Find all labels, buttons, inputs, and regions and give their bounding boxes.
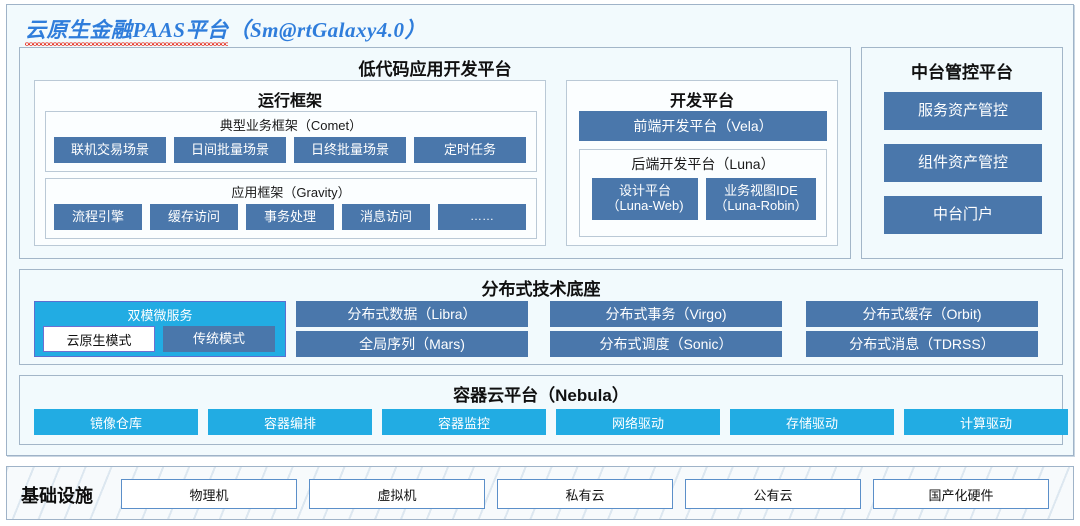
low-code-platform-header: 低代码应用开发平台 [358,60,512,79]
container-cloud-item-5[interactable]: 计算驱动 [904,409,1068,435]
midplatform-item-0[interactable]: 服务资产管控 [884,92,1042,130]
gravity-item-4[interactable]: …… [438,204,526,230]
backend-dev-platform-panel: 后端开发平台（Luna） 设计平台 （Luna-Web) 业务视图IDE （Lu… [579,149,827,237]
comet-item-2[interactable]: 日终批量场景 [294,137,406,163]
comet-item-1[interactable]: 日间批量场景 [174,137,286,163]
container-cloud-item-1[interactable]: 容器编排 [208,409,372,435]
container-cloud-item-0[interactable]: 镜像仓库 [34,409,198,435]
page-title-en: （Sm@rtGalaxy4.0） [228,18,427,42]
infrastructure-label: 基础设施 [21,486,93,506]
gravity-header: 应用框架（Gravity） [231,185,351,200]
tech-base-virgo-button[interactable]: 分布式事务（Virgo) [550,301,782,327]
platform-outer-frame: 云原生金融PAAS平台（Sm@rtGalaxy4.0） 低代码应用开发平台 运行… [6,4,1074,456]
container-cloud-item-4[interactable]: 存储驱动 [730,409,894,435]
container-cloud-item-2[interactable]: 容器监控 [382,409,546,435]
backend-dev-platform-header: 后端开发平台（Luna） [631,156,775,172]
container-cloud-panel: 容器云平台（Nebula） 镜像仓库 容器编排 容器监控 网络驱动 存储驱动 计… [19,375,1068,445]
page-title-cn: 云原生金融PAAS平台 [25,18,229,46]
midplatform-header: 中台管控平台 [911,63,1013,82]
gravity-item-2[interactable]: 事务处理 [246,204,334,230]
midplatform-item-2[interactable]: 中台门户 [884,196,1042,234]
dev-platform-header: 开发平台 [669,93,734,110]
comet-item-3[interactable]: 定时任务 [414,137,526,163]
traditional-mode-button[interactable]: 传统模式 [163,326,275,352]
comet-item-0[interactable]: 联机交易场景 [54,137,166,163]
tech-base-libra-button[interactable]: 分布式数据（Libra） [296,301,528,327]
infrastructure-item-1[interactable]: 虚拟机 [309,479,485,509]
tech-base-tdrss-button[interactable]: 分布式消息（TDRSS） [806,331,1038,357]
tech-base-orbit-button[interactable]: 分布式缓存（Orbit) [806,301,1038,327]
dual-mode-microservice-box: 双模微服务 云原生模式 传统模式 [34,301,286,357]
container-cloud-header: 容器云平台（Nebula） [453,386,629,405]
infrastructure-item-4[interactable]: 国产化硬件 [873,479,1049,509]
tech-base-sonic-button[interactable]: 分布式调度（Sonic） [550,331,782,357]
infrastructure-item-3[interactable]: 公有云 [685,479,861,509]
tech-base-mars-button[interactable]: 全局序列（Mars) [296,331,528,357]
page-title: 云原生金融PAAS平台（Sm@rtGalaxy4.0） [25,14,427,46]
comet-header: 典型业务框架（Comet） [219,118,363,133]
dev-platform-panel: 开发平台 前端开发平台（Vela） 后端开发平台（Luna） 设计平台 （Lun… [566,80,838,246]
runtime-framework-header: 运行框架 [257,93,322,110]
comet-panel: 典型业务框架（Comet） 联机交易场景 日间批量场景 日终批量场景 定时任务 [45,111,537,172]
tech-base-header: 分布式技术底座 [481,280,601,299]
low-code-platform-panel: 低代码应用开发平台 运行框架 典型业务框架（Comet） 联机交易场景 日间批量… [19,47,851,259]
frontend-dev-platform-button[interactable]: 前端开发平台（Vela） [579,111,827,141]
midplatform-panel: 中台管控平台 服务资产管控 组件资产管控 中台门户 [861,47,1063,259]
cloud-native-mode-button[interactable]: 云原生模式 [43,326,155,352]
container-cloud-item-3[interactable]: 网络驱动 [556,409,720,435]
midplatform-item-1[interactable]: 组件资产管控 [884,144,1042,182]
infrastructure-item-2[interactable]: 私有云 [497,479,673,509]
luna-web-button[interactable]: 设计平台 （Luna-Web) [592,178,698,220]
infrastructure-item-0[interactable]: 物理机 [121,479,297,509]
gravity-item-3[interactable]: 消息访问 [342,204,430,230]
runtime-framework-panel: 运行框架 典型业务框架（Comet） 联机交易场景 日间批量场景 日终批量场景 … [34,80,546,246]
gravity-item-1[interactable]: 缓存访问 [150,204,238,230]
dual-mode-title: 双模微服务 [127,308,193,323]
tech-base-panel: 分布式技术底座 双模微服务 云原生模式 传统模式 分布式数据（Libra） 全局… [19,269,1063,365]
gravity-item-0[interactable]: 流程引擎 [54,204,142,230]
luna-robin-button[interactable]: 业务视图IDE （Luna-Robin） [706,178,816,220]
gravity-panel: 应用框架（Gravity） 流程引擎 缓存访问 事务处理 消息访问 …… [45,178,537,239]
infrastructure-bar: 基础设施 物理机 虚拟机 私有云 公有云 国产化硬件 [6,466,1074,520]
